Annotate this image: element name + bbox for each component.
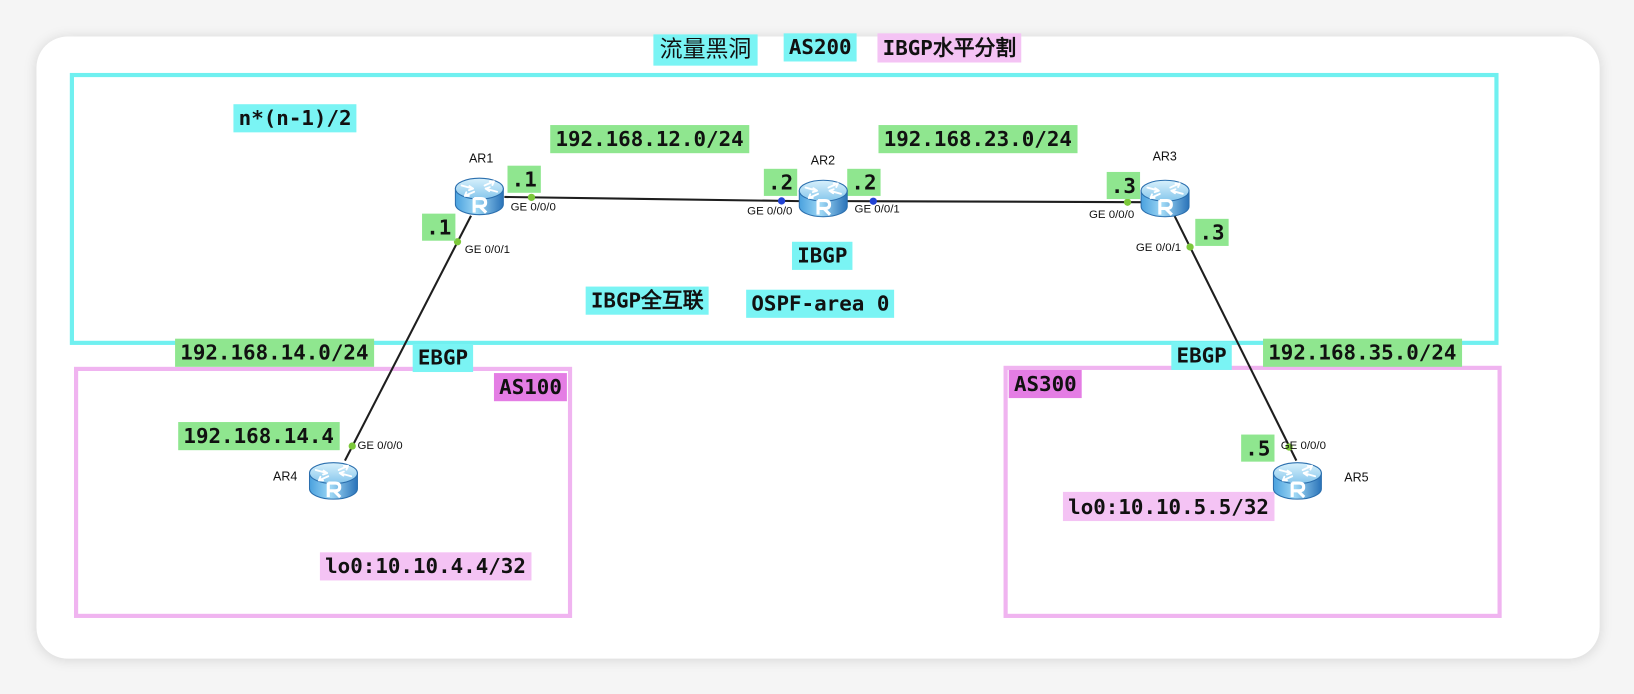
port-dot-ar5-ge000 [1285,443,1293,451]
router-ar1 [453,173,505,219]
label-as100: AS100 [493,373,568,402]
router-name-ar5: AR5 [1344,469,1369,485]
router-icon [453,176,505,217]
port-name-ar5-ge000: GE 0/0/0 [1280,439,1326,453]
router-icon [307,461,360,501]
label-as200: AS200 [783,33,857,62]
label-ospf-area: OSPF-area 0 [746,289,895,318]
label-ebgp-as300: EBGP [1171,341,1232,370]
as200-area [69,72,1499,345]
subnet-label-ar3-ar5: 192.168.35.0/24 [1263,338,1462,367]
ip-label-ar5-ge000: .5 [1241,434,1275,462]
link-ar3-ar5 [1173,215,1298,462]
label-full-mesh-formula: n*(n-1)/2 [233,104,357,133]
port-name-ar2-ge001: GE 0/0/1 [854,203,900,216]
subnet-label-ar1-ar4: 192.168.14.0/24 [175,338,374,367]
router-icon [797,178,849,219]
port-dot-ar1-ge001 [453,238,462,246]
router-ar2 [797,175,849,221]
ip-label-ar3-ge001: .3 [1195,218,1229,246]
link-ar1-ar2 [504,195,800,203]
port-name-ar1-ge000: GE 0/0/0 [510,201,556,214]
port-name-ar3-ge001: GE 0/0/1 [1135,241,1182,255]
router-name-ar1: AR1 [468,151,494,166]
port-dot-ar4-ge000 [348,442,356,450]
ip-label-ar2-ge001: .2 [847,168,881,196]
ip-label-ar3-ge000: .3 [1106,171,1141,200]
port-dot-ar2-ge001 [869,197,877,205]
label-ebgp-as100: EBGP [412,343,474,373]
router-name-ar4: AR4 [273,468,298,484]
as100-area [73,366,573,618]
label-ibgp-full-mesh: IBGP全互联 [585,286,709,315]
ip-label-ar4-ge000: 192.168.14.4 [178,422,340,451]
router-icon [1139,178,1191,219]
port-dot-ar3-ge000 [1123,198,1132,206]
label-ibgp-split-horizon: IBGP水平分割 [877,33,1022,63]
port-name-ar3-ge000: GE 0/0/0 [1088,208,1135,221]
port-dot-ar2-ge000 [777,197,786,205]
router-ar5 [1271,457,1323,503]
port-name-ar4-ge000: GE 0/0/0 [357,439,403,453]
label-ibgp: IBGP [791,241,853,270]
ip-label-ar2-ge000: .2 [763,168,798,196]
link-ar2-ar3 [847,200,1142,204]
as300-area [1003,365,1502,618]
router-icon [1271,461,1323,501]
subnet-label-ar1-ar2: 192.168.12.0/24 [550,125,749,154]
loopback-label-ar5: lo0:10.10.5.5/32 [1062,491,1275,522]
label-as300: AS300 [1008,369,1082,399]
port-name-ar1-ge001: GE 0/0/1 [464,243,511,257]
router-name-ar2: AR2 [810,153,836,168]
port-dot-ar1-ge000 [527,193,536,202]
port-name-ar2-ge000: GE 0/0/0 [747,205,793,218]
link-ar1-ar4 [344,215,472,462]
subnet-label-ar2-ar3: 192.168.23.0/24 [878,125,1078,154]
ip-label-ar1-ge000: .1 [507,165,541,193]
port-dot-ar3-ge001 [1186,243,1194,251]
router-name-ar3: AR3 [1152,149,1177,164]
label-traffic-black-hole: 流量黑洞 [653,34,758,66]
ip-label-ar1-ge001: .1 [422,213,456,241]
router-ar4 [307,457,360,503]
loopback-label-ar4: lo0:10.10.4.4/32 [319,552,532,581]
router-ar3 [1139,175,1191,221]
